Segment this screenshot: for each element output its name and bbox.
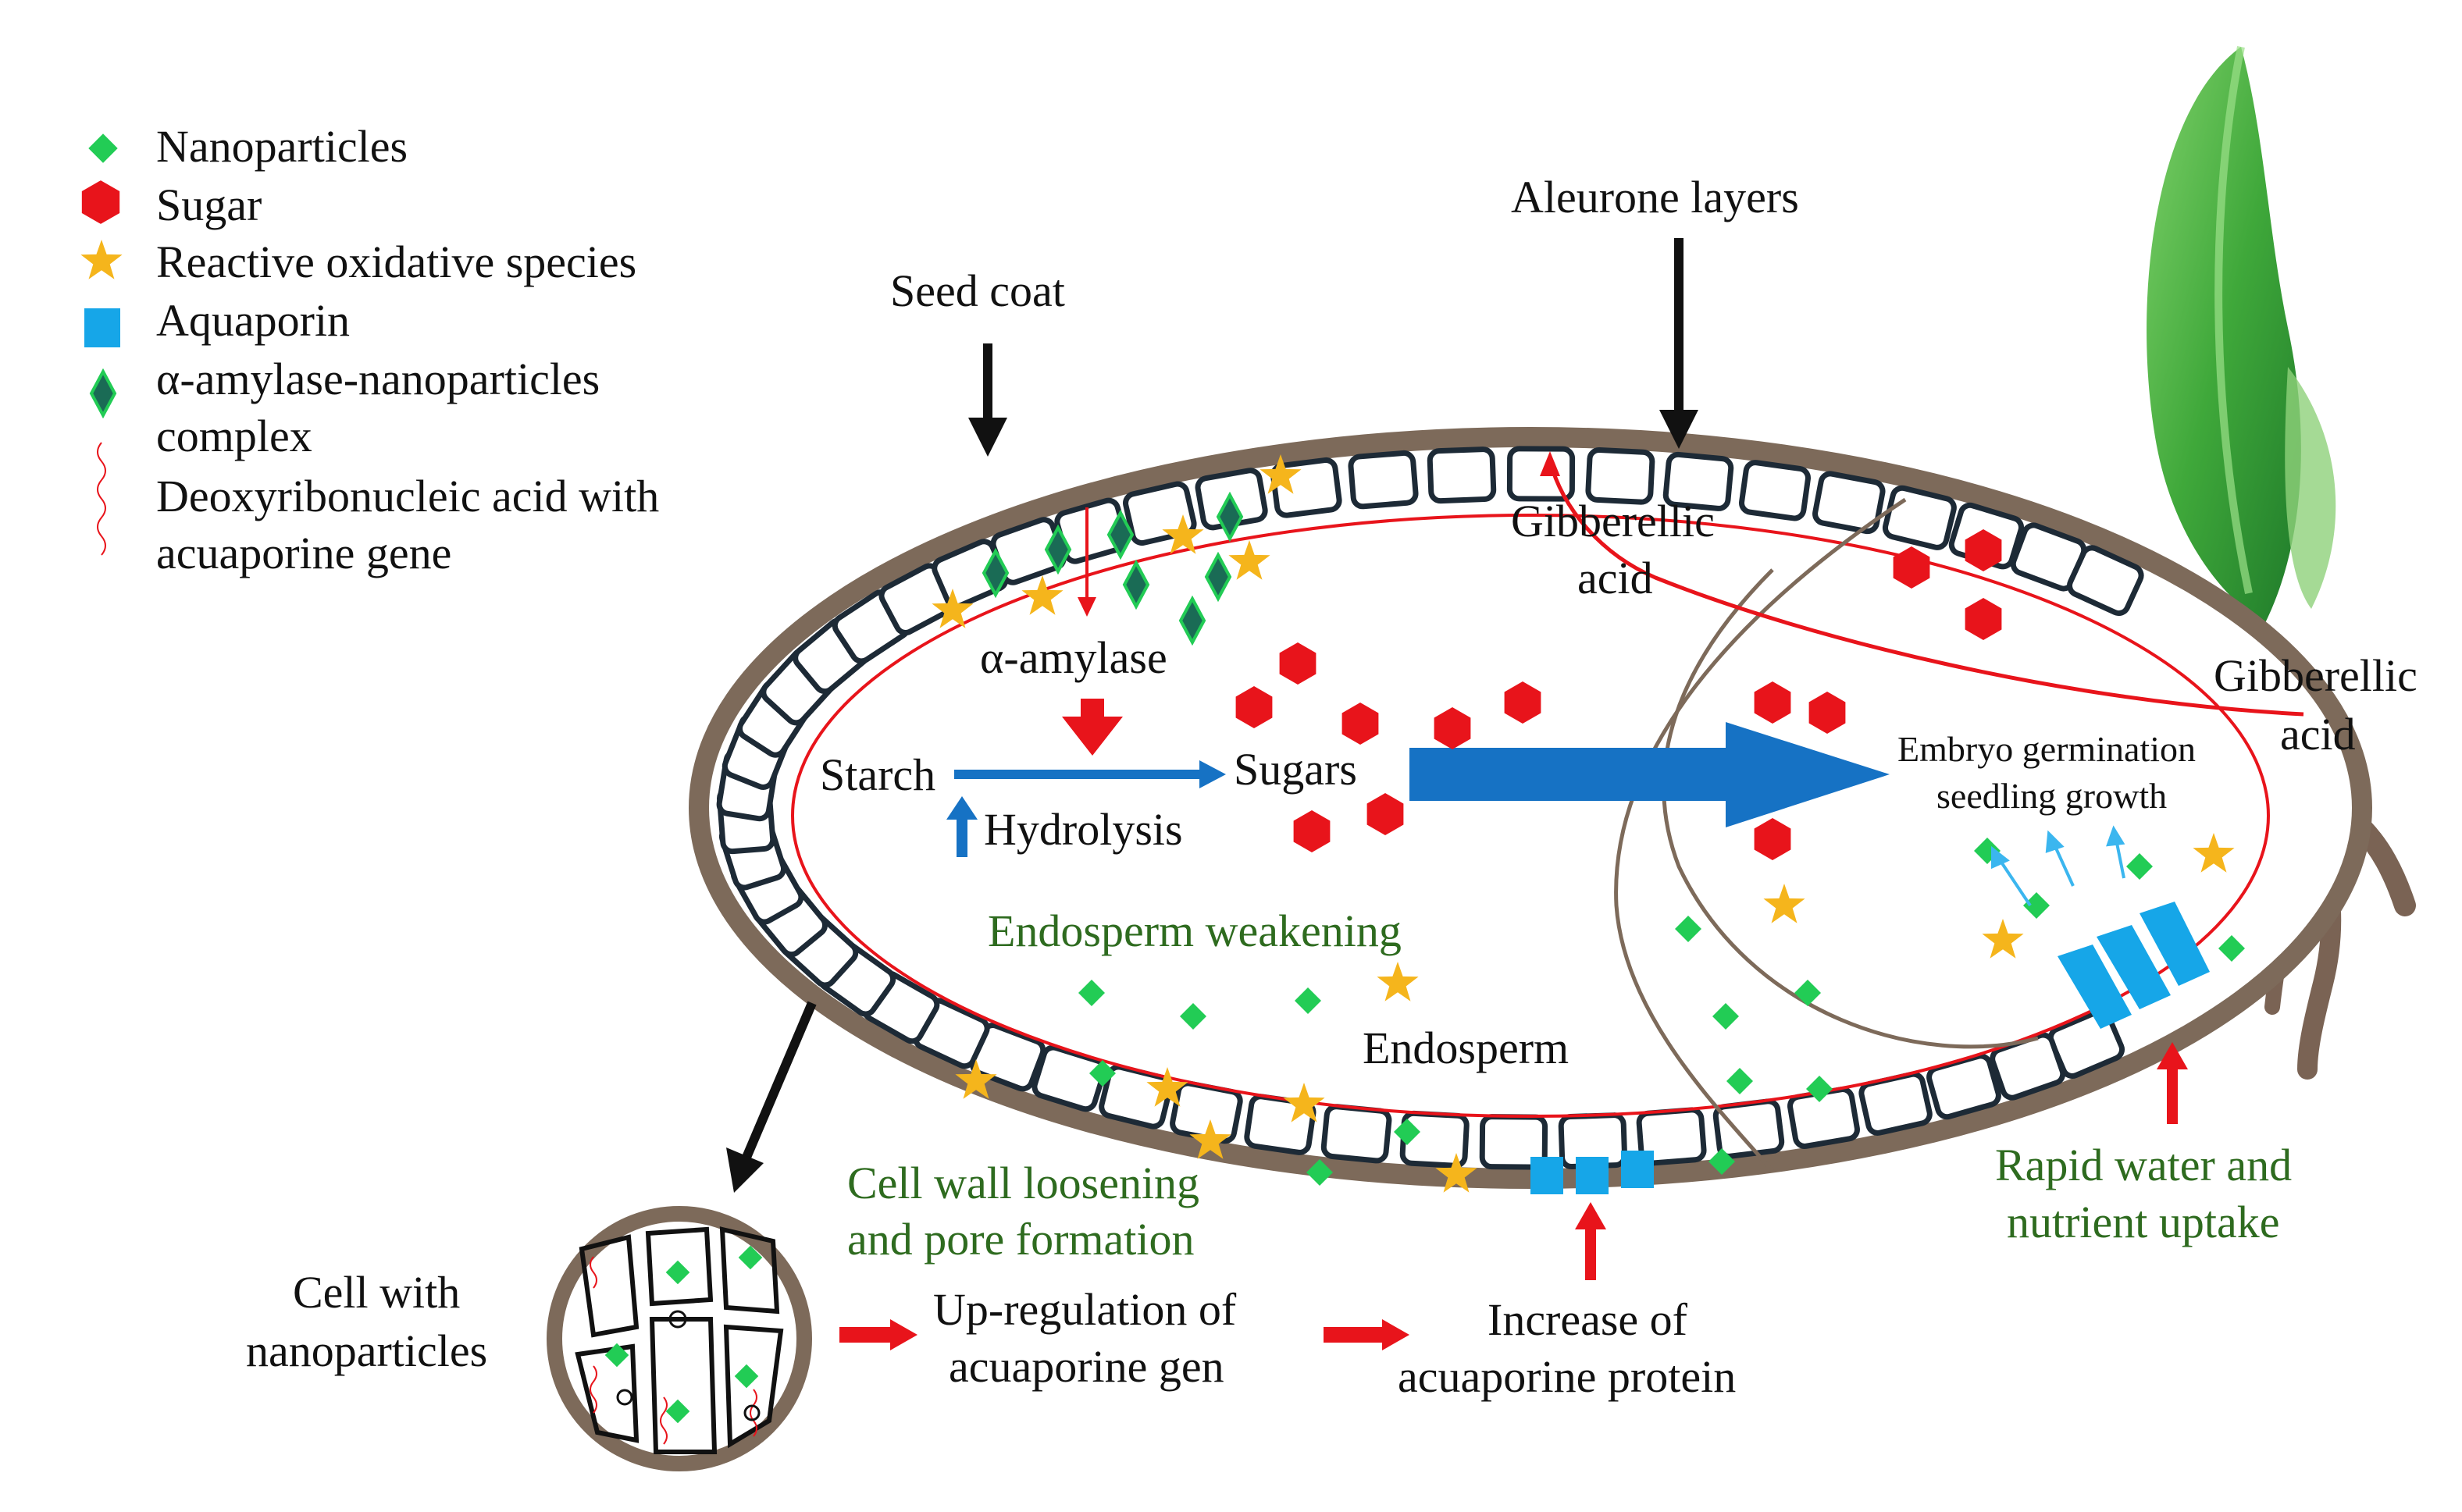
legend-complex-icon [90, 370, 116, 417]
starch-to-sugars-arrow [954, 760, 1226, 788]
cell-with-nanoparticles-icon [547, 1206, 812, 1471]
gibberellic-outer-label-2: acid [2280, 709, 2356, 760]
legend-nanoparticle-icon [88, 133, 118, 163]
legend-sugar-label: Sugar [156, 180, 262, 230]
aleurone-cell [1739, 460, 1811, 521]
flow-arrow-2 [1324, 1319, 1409, 1350]
acuaporine-protein-label: acuaporine protein [1398, 1351, 1736, 1402]
legend-ros-label: Reactive oxidative species [156, 237, 636, 287]
aleurone-pointer-arrow [1659, 238, 1698, 449]
gibberellic-inner-label: Gibberellic [1511, 496, 1715, 546]
aleurone-cell [1585, 446, 1655, 505]
legend-nanoparticles-label: Nanoparticles [156, 121, 408, 172]
uptake-up-arrow [2157, 1042, 2188, 1124]
seed-coat-label: Seed coat [890, 265, 1065, 316]
hydrolysis-label: Hydrolysis [984, 804, 1183, 855]
gibberellic-inner-label-2: acid [1577, 553, 1653, 603]
seedling-growth-label: seedling growth [1936, 776, 2167, 816]
sugars-to-embryo-arrow [1409, 722, 1890, 827]
legend-complex-label-2: complex [156, 411, 312, 461]
aleurone-boundary-line [791, 514, 2270, 1118]
legend-dna-label-2: acuaporine gene [156, 528, 451, 578]
aleurone-cell [1427, 446, 1497, 504]
embryo-boundary [1614, 497, 2039, 1172]
endosperm-weakening-label: Endosperm weakening [988, 905, 1402, 956]
flow-arrow-1 [839, 1319, 917, 1350]
legend: Nanoparticles Sugar Reactive oxidative s… [80, 121, 659, 578]
aleurone-cell [1662, 451, 1734, 511]
legend-aquaporin-label: Aquaporin [156, 295, 350, 346]
seed-coat-pointer-arrow [968, 343, 1007, 457]
aleurone-cell [2067, 545, 2144, 617]
nutrient-uptake-label: nutrient uptake [2007, 1197, 2280, 1247]
aquaporin-channels [1530, 825, 2210, 1194]
rapid-water-label: Rapid water and [1995, 1140, 2292, 1190]
diagram-labels: Seed coat Aleurone layers Gibberellic ac… [246, 172, 2417, 1402]
legend-sugar-icon [81, 180, 120, 224]
aleurone-cell [1348, 450, 1419, 510]
embryo-germination-label: Embryo germination [1897, 729, 2196, 769]
increase-of-label: Increase of [1488, 1294, 1688, 1345]
amylase-secretion-arrow [1078, 507, 1096, 617]
pore-formation-label: and pore formation [847, 1214, 1195, 1265]
gibberellic-acid-arrow [1540, 451, 2304, 717]
aleurone-cell [1123, 481, 1197, 546]
endosperm-label: Endosperm [1363, 1023, 1569, 1073]
hydrolysis-arrow [946, 796, 978, 857]
alpha-amylase-label: α-amylase [980, 632, 1167, 683]
seedling-leaf-icon [2147, 46, 2336, 624]
amylase-down-arrow [1062, 699, 1123, 756]
acuaporine-gen-label: acuaporine gen [949, 1341, 1224, 1392]
aleurone-cell [1812, 471, 1886, 535]
cell-zoom-arrow [726, 1001, 817, 1193]
legend-aquaporin-icon [84, 308, 120, 347]
cell-wall-loosening-label: Cell wall loosening [847, 1158, 1199, 1208]
upregulation-label: Up-regulation of [933, 1284, 1237, 1335]
aleurone-cell [1320, 1104, 1392, 1164]
aleurone-cells [716, 446, 2144, 1170]
sugars-label: Sugars [1234, 744, 1357, 795]
nanoparticles-cell-label: nanoparticles [246, 1325, 487, 1376]
cell-with-label: Cell with [293, 1267, 460, 1318]
gibberellic-outer-label: Gibberellic [2214, 650, 2417, 701]
aleurone-layers-label: Aleurone layers [1511, 172, 1799, 222]
legend-dna-icon [97, 442, 106, 556]
legend-complex-label: α-amylase-nanoparticles [156, 354, 600, 404]
aleurone-cell [1882, 485, 1957, 550]
legend-dna-label: Deoxyribonucleic acid with [156, 471, 659, 521]
legend-ros-icon [80, 240, 123, 279]
protein-up-arrow [1575, 1202, 1606, 1280]
starch-label: Starch [820, 749, 935, 800]
aleurone-cell [1712, 1098, 1785, 1159]
